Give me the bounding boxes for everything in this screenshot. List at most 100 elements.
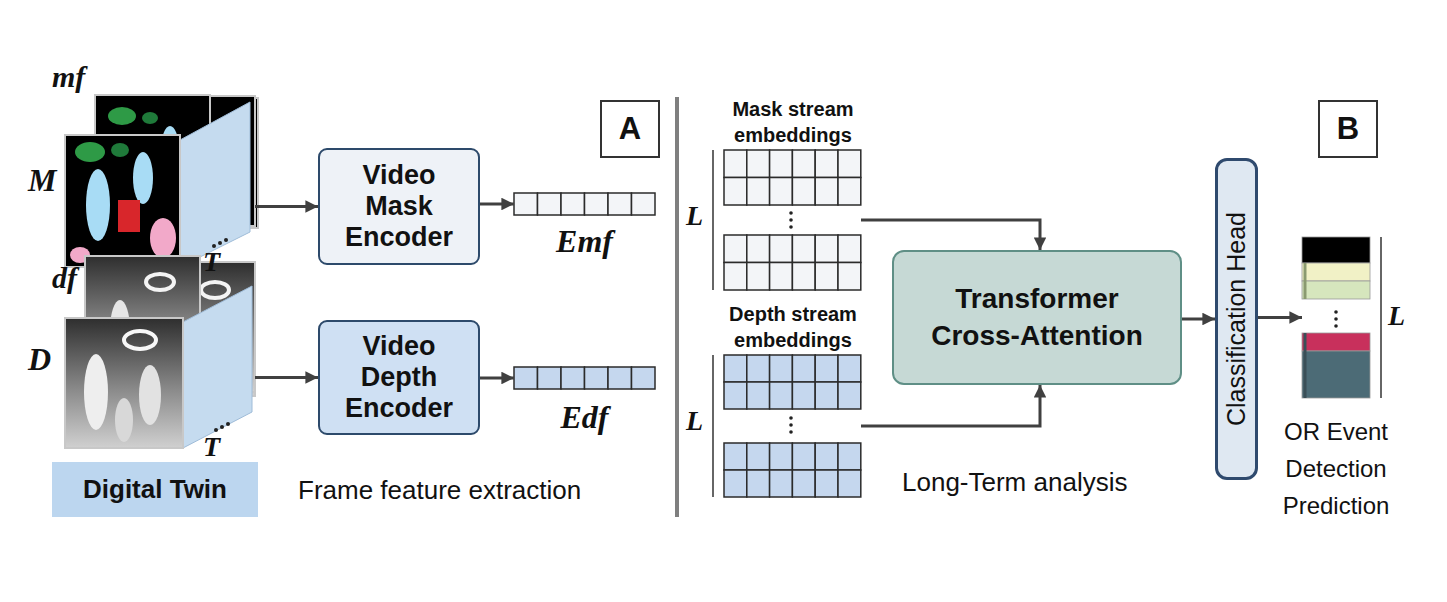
embedding-cell [792, 263, 815, 291]
prediction-bar [1302, 237, 1370, 398]
depth-frame-stack [201, 282, 229, 298]
embedding-cell [838, 355, 861, 382]
node-text: Video Mask Encoder [339, 160, 459, 253]
embedding-cell [838, 235, 861, 263]
embedding-cell [770, 355, 793, 382]
embedding-cell [538, 367, 562, 389]
embedding-cell [838, 178, 861, 206]
embedding-cell [514, 193, 538, 215]
panel-letter: A [600, 100, 660, 158]
section-divider [675, 97, 679, 517]
embedding-cell [770, 382, 793, 409]
encoder-box: Video Mask Encoder [318, 148, 480, 265]
ellipsis-dots [789, 430, 793, 434]
embedding-cell [770, 150, 793, 178]
node-text: T [203, 431, 263, 463]
depth-frame-stack [220, 425, 224, 429]
embedding-cell [724, 355, 747, 382]
ellipsis-dots [789, 211, 793, 215]
mask-frame-stack [111, 143, 129, 157]
embedding-cell [792, 150, 815, 178]
node-text: mf [52, 60, 112, 95]
sequence-length: L [686, 200, 703, 232]
embedding-cell [724, 150, 747, 178]
mask-frame-stack [133, 152, 153, 204]
embedding-vector: Emf [514, 193, 655, 215]
embedding-cell [724, 178, 747, 206]
embedding-vector: Edf [514, 367, 655, 389]
mask-frame-stack [75, 142, 105, 162]
embedding-cell [608, 367, 632, 389]
prediction-bar [1302, 281, 1370, 299]
embedding-cell [838, 263, 861, 291]
embedding-cell [724, 443, 747, 470]
flow-arrow [1182, 318, 1215, 321]
length-bracket [713, 150, 1381, 497]
embedding-cell [585, 367, 609, 389]
embedding-cell [747, 235, 770, 263]
stage-caption: Long-Term analysis [902, 468, 1222, 498]
embedding-cell [561, 193, 585, 215]
embedding-grid [724, 355, 861, 409]
mask-frame-stack [86, 169, 110, 241]
node-text: D [28, 341, 88, 378]
embedding-cell [815, 443, 838, 470]
embedding-grid [724, 235, 861, 290]
embedding-cell [724, 382, 747, 409]
prediction-bar [1302, 237, 1370, 263]
depth-frame-stack [226, 422, 230, 426]
prediction-bar [1302, 351, 1370, 398]
embedding-cell [538, 193, 562, 215]
encoder-box: Video Depth Encoder [318, 320, 480, 435]
embedding-cell [792, 382, 815, 409]
ellipsis-dots [789, 218, 793, 222]
depth-frame-stack [183, 286, 252, 448]
length-bracket [712, 150, 714, 290]
prediction-bar [1304, 333, 1307, 398]
flow-arrow [480, 377, 514, 380]
embedding-cell [770, 443, 793, 470]
mask-video-frames: mfMT [60, 90, 255, 275]
embedding-cell [838, 443, 861, 470]
embedding-cell [770, 235, 793, 263]
embedding-cell [815, 235, 838, 263]
node-text: Mask stream embeddings [712, 96, 874, 148]
embedding-cell [608, 193, 632, 215]
length-bracket [1380, 237, 1382, 398]
mask-frame-stack [65, 135, 180, 267]
embedding-cell [724, 470, 747, 497]
length-bracket [712, 355, 714, 497]
mask-frame-stack [180, 102, 250, 267]
embedding-cell [792, 470, 815, 497]
node-text: Depth stream embeddings [712, 301, 874, 353]
embedding-cell [747, 150, 770, 178]
embedding-cell [815, 178, 838, 206]
node-text: Video Depth Encoder [339, 331, 459, 424]
node-text: Edf [514, 399, 655, 436]
node-text: Classification Head [1222, 212, 1251, 426]
node-text: Emf [514, 223, 655, 260]
embedding-cell [838, 150, 861, 178]
depth-frame-stack [65, 256, 255, 448]
embedding-stream: Depth stream embeddings [724, 355, 861, 497]
flow-arrow [255, 376, 318, 379]
mask-frame-stack [218, 241, 222, 245]
embedding-cell [770, 470, 793, 497]
embedding-cell [632, 367, 656, 389]
embedding-cell [747, 263, 770, 291]
mask-frame-stack [150, 218, 176, 258]
embedding-cell [561, 367, 585, 389]
mask-frame-stack [224, 238, 228, 242]
node-text: B [1337, 111, 1359, 147]
embedding-cell [792, 235, 815, 263]
prediction-output: OR Event Detection Prediction [1302, 237, 1370, 398]
embedding-cell [815, 150, 838, 178]
embedding-cell [792, 178, 815, 206]
embedding-cell [815, 470, 838, 497]
node-text: A [619, 111, 641, 147]
flow-arrow [1258, 316, 1302, 319]
source-band: Digital Twin [52, 462, 258, 517]
